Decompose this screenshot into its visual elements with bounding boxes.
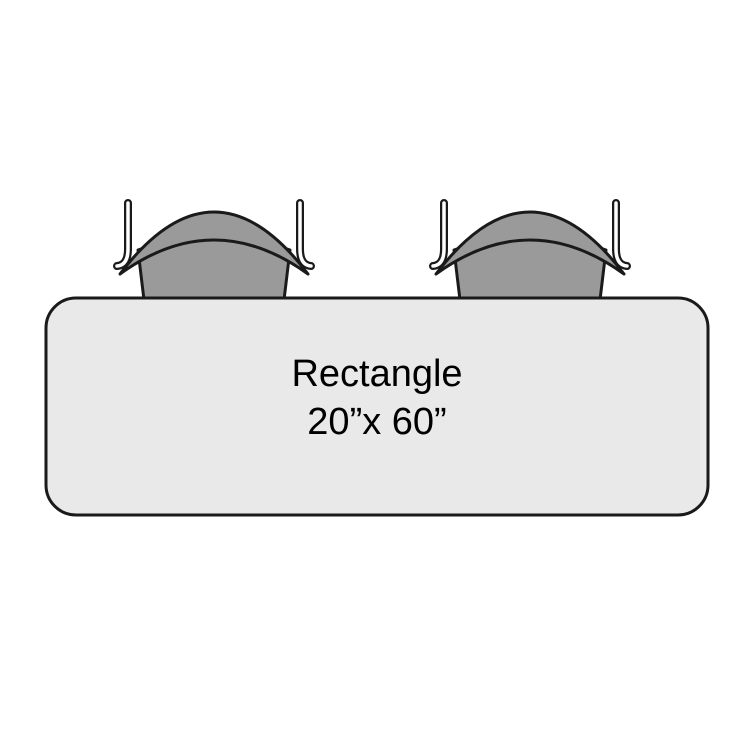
- table-surface: [44, 296, 710, 517]
- table-shape-label: Rectangle: [291, 353, 462, 395]
- chair-right: [433, 203, 627, 300]
- chair-left: [117, 203, 311, 300]
- table-dimensions-label: 20”x 60”: [307, 401, 446, 443]
